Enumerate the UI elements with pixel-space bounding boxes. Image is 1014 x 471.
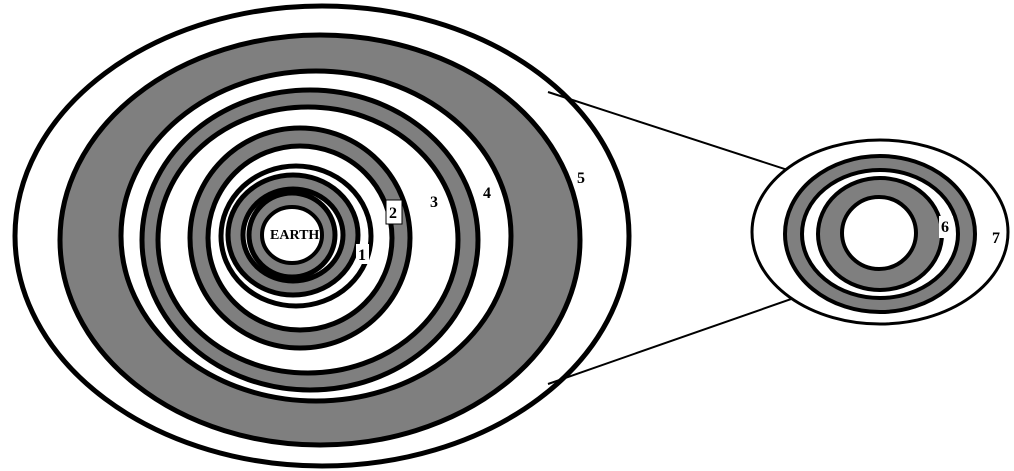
label-3: 3 xyxy=(430,194,438,211)
right-core xyxy=(842,197,916,269)
label-4: 4 xyxy=(483,185,491,202)
label-6: 6 xyxy=(941,219,949,236)
right-ring-system xyxy=(752,140,1008,324)
label-7: 7 xyxy=(992,230,1000,247)
label-2: 2 xyxy=(389,205,397,222)
label-5: 5 xyxy=(577,170,585,187)
label-earth: EARTH xyxy=(270,228,319,243)
left-ring-system xyxy=(15,6,629,466)
label-1: 1 xyxy=(358,247,366,264)
